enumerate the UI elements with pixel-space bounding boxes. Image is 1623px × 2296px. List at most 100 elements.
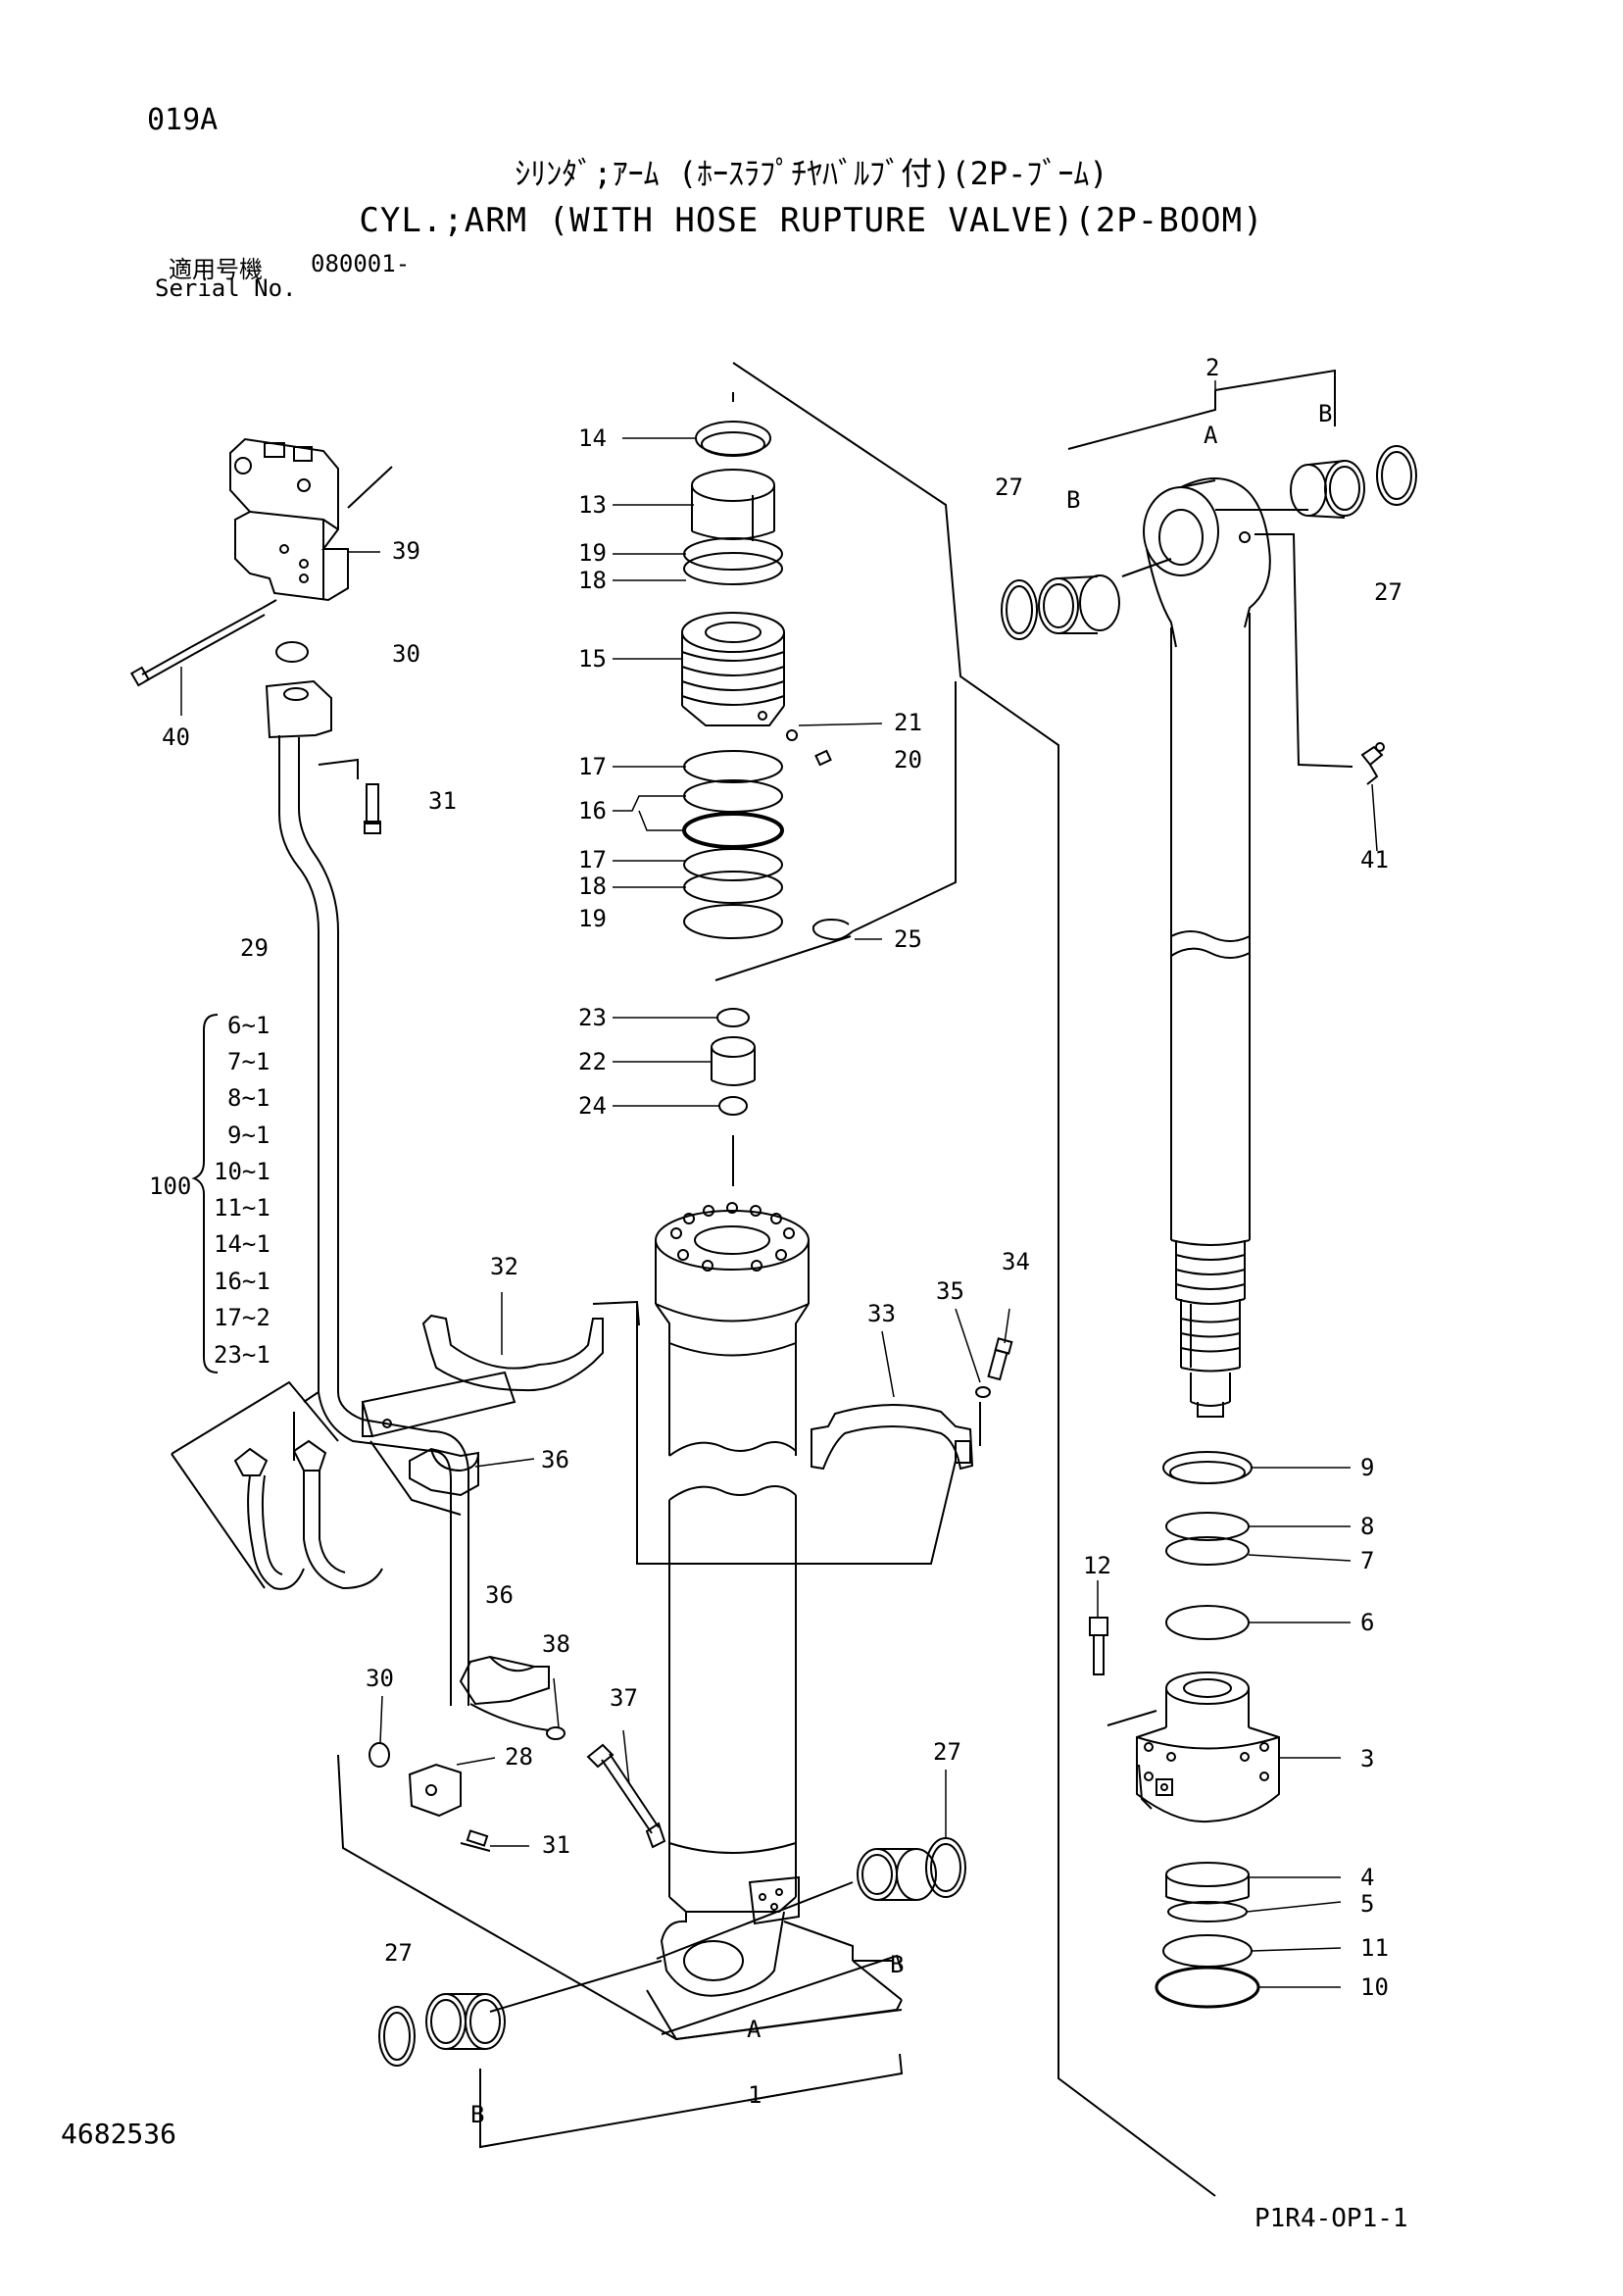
- clamp-33: [811, 1403, 974, 1471]
- callout-29: 29: [240, 934, 269, 962]
- ball-21: [786, 729, 798, 741]
- marker-b-top-left: B: [1066, 486, 1080, 514]
- callout-28: 28: [505, 1743, 533, 1771]
- leader-frame: [337, 1754, 677, 2040]
- flange-28: [408, 1763, 462, 1818]
- callout-32: 32: [490, 1253, 518, 1280]
- callout-27-a: 27: [933, 1738, 961, 1766]
- marker-b-bottom: B: [470, 2101, 484, 2128]
- callout-39: 39: [392, 537, 420, 565]
- flange-pipe-29: [265, 679, 469, 1706]
- callout-11: 11: [1360, 1934, 1389, 1962]
- callout-27-b: 27: [384, 1939, 413, 1967]
- callout-leaders: [180, 380, 1378, 1988]
- o-ring-30: [275, 641, 309, 663]
- callout-31-a: 31: [428, 787, 457, 815]
- ring-19-lower: [683, 904, 783, 939]
- clamp-32: [361, 1300, 640, 1516]
- callout-25: 25: [894, 925, 922, 953]
- kit-item: 16~1: [214, 1268, 270, 1295]
- kit-item: 11~1: [214, 1194, 270, 1222]
- callout-17-a: 17: [578, 753, 607, 780]
- callout-31-b: 31: [542, 1831, 570, 1859]
- bushing-27-a: [857, 1848, 937, 1901]
- kit-label: 100: [149, 1173, 191, 1200]
- ring-17-upper: [683, 750, 783, 783]
- callout-5: 5: [1360, 1890, 1374, 1918]
- marker-b-lower: B: [890, 1951, 904, 1978]
- callout-24: 24: [578, 1092, 607, 1120]
- title-japanese: ｼﾘﾝﾀﾞ;ｱｰﾑ (ﾎｰｽﾗﾌﾟﾁﾔﾊﾞﾙﾌﾞ付)(2P-ﾌﾞｰﾑ): [515, 155, 1108, 192]
- callout-27-c: 27: [995, 474, 1023, 501]
- washer-38: [546, 1726, 566, 1740]
- set-screw-20: [814, 749, 832, 767]
- callout-15: 15: [578, 645, 607, 673]
- callout-36-a: 36: [541, 1446, 569, 1473]
- document-number: 4682536: [61, 2118, 177, 2150]
- callout-10: 10: [1360, 1973, 1389, 2001]
- serial-label-japanese: 適用号機: [169, 256, 263, 283]
- bushing-27-c: [1038, 574, 1120, 634]
- callout-13: 13: [578, 491, 607, 519]
- rod-cover-3: [1136, 1672, 1280, 1823]
- bolt-37: [586, 1743, 666, 1849]
- dimension-frame-top: [1067, 369, 1336, 450]
- kit-item: 8~1: [227, 1084, 270, 1112]
- callout-17-b: 17: [578, 846, 607, 873]
- callout-1: 1: [748, 2081, 762, 2109]
- callout-16: 16: [578, 797, 607, 824]
- callout-2: 2: [1205, 354, 1219, 381]
- bushing-4: [1165, 1862, 1250, 1905]
- marker-b-top-right: B: [1318, 400, 1332, 427]
- seal-27-b: [378, 2006, 416, 2067]
- page-reference: P1R4-OP1-1: [1254, 2204, 1408, 2233]
- callout-14: 14: [578, 424, 607, 452]
- kit-item: 9~1: [227, 1122, 270, 1149]
- callout-3: 3: [1360, 1745, 1374, 1772]
- callout-33: 33: [867, 1300, 896, 1327]
- bolt-31-lower: [460, 1829, 491, 1852]
- bushing-13: [691, 469, 775, 541]
- callout-18-b: 18: [578, 873, 607, 900]
- callout-7: 7: [1360, 1547, 1374, 1574]
- marker-a-top: A: [1204, 422, 1218, 449]
- ring-6: [1165, 1605, 1250, 1640]
- kit-item: 17~2: [214, 1304, 270, 1331]
- bolt-34: [975, 1337, 1013, 1398]
- clamp-frame: [636, 1304, 957, 1565]
- ring-5: [1167, 1901, 1248, 1922]
- ring-8: [1165, 1512, 1250, 1541]
- kit-item: 10~1: [214, 1158, 270, 1185]
- hose-lines: [171, 1380, 383, 1590]
- bolt-40: [129, 599, 277, 687]
- ring-16-a: [683, 779, 783, 813]
- callout-35: 35: [936, 1277, 964, 1305]
- callout-23: 23: [578, 1004, 607, 1031]
- ring-7: [1165, 1536, 1250, 1566]
- frame-line-right: [732, 362, 1059, 2078]
- marker-a-lower: A: [747, 2016, 762, 2043]
- bolt-31-upper: [318, 758, 381, 834]
- callout-numbers: 14 13 19 18 15 21 20 17 16 17 18 19 25 2…: [149, 354, 1402, 2128]
- ring-17-lower: [683, 848, 783, 881]
- callout-30-b: 30: [366, 1665, 394, 1692]
- kit-item: 7~1: [227, 1048, 270, 1075]
- grease-fitting-41: [1360, 742, 1385, 785]
- callout-9: 9: [1360, 1454, 1374, 1481]
- callout-8: 8: [1360, 1513, 1374, 1540]
- kit-item: 23~1: [214, 1341, 270, 1369]
- callout-27-d: 27: [1374, 578, 1402, 606]
- seal-23: [716, 1008, 750, 1027]
- kit-brace: [191, 1014, 219, 1373]
- kit-item: 6~1: [227, 1012, 270, 1039]
- socket-bolt-12: [1089, 1617, 1108, 1675]
- bushing-27-d: [1290, 460, 1365, 519]
- seal-24: [718, 1096, 748, 1116]
- serial-label-english: Serial No.: [155, 275, 297, 302]
- callout-12: 12: [1083, 1552, 1111, 1579]
- seal-27-c: [1001, 579, 1038, 640]
- callout-19: 19: [578, 539, 607, 567]
- leader-bushing: [489, 1960, 663, 2013]
- kit-item: 14~1: [214, 1230, 270, 1258]
- callout-21: 21: [894, 709, 922, 736]
